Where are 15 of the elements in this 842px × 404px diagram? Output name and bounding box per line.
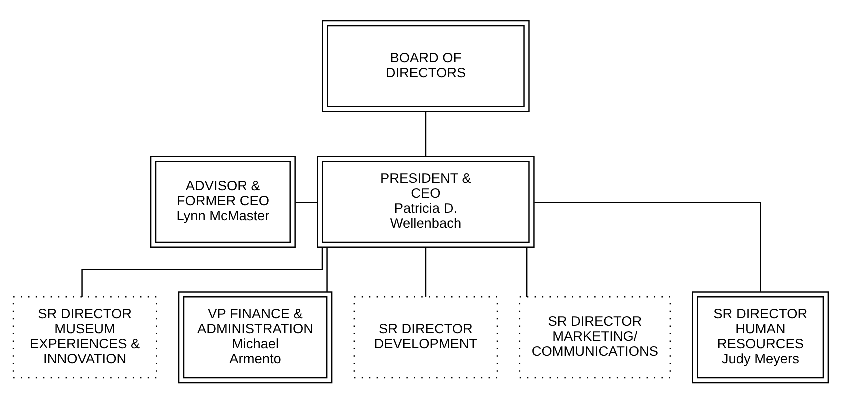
connector xyxy=(526,248,528,297)
node-box: SR DIRECTOR HUMAN RESOURCES Judy Meyers xyxy=(692,292,830,384)
connector xyxy=(534,202,762,292)
connector xyxy=(326,248,328,292)
connector xyxy=(425,112,427,156)
node-box: ADVISOR & FORMER CEO Lynn McMaster xyxy=(150,156,296,248)
node-box: SR DIRECTOR DEVELOPMENT xyxy=(354,296,498,379)
connector xyxy=(296,202,318,204)
node-box: SR DIRECTOR MARKETING/ COMMUNICATIONS xyxy=(519,296,672,379)
node-box: BOARD OF DIRECTORS xyxy=(322,20,530,112)
node-box: VP FINANCE & ADMINISTRATION Michael Armento xyxy=(178,292,333,384)
connector xyxy=(82,248,324,297)
node-box: PRESIDENT & CEO Patricia D. Wellenbach xyxy=(317,156,535,248)
node-box: SR DIRECTOR MUSEUM EXPERIENCES & INNOVATION xyxy=(12,296,158,379)
connector xyxy=(425,248,427,297)
